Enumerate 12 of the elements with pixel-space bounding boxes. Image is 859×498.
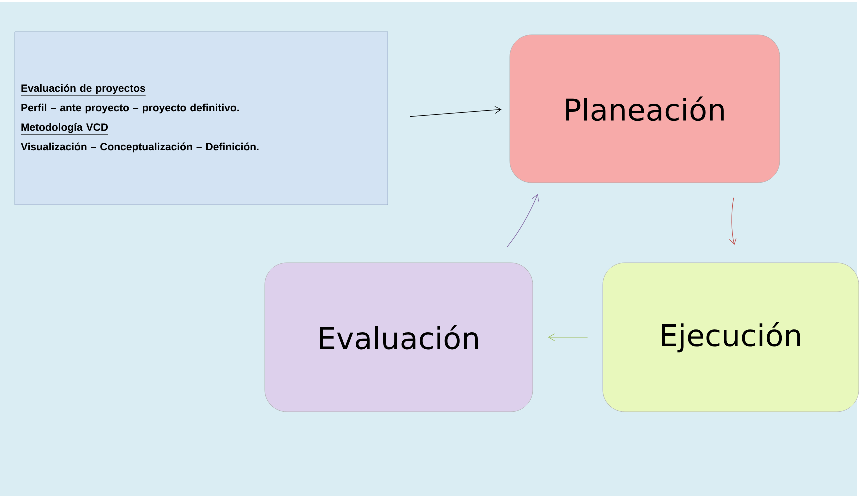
arrow <box>506 194 540 248</box>
arrow <box>410 106 502 118</box>
arrow <box>729 198 737 246</box>
heading: Metodología VCD <box>20 123 109 135</box>
description-text: Visualización – Conceptualización – Definición. <box>21 142 259 153</box>
info-box <box>14 32 388 206</box>
heading: Evaluación de proyectos <box>20 84 146 96</box>
stage-box: Ejecución <box>602 262 859 412</box>
description-text: Perfil – ante proyecto – proyecto definitivo. <box>22 104 240 114</box>
arrow <box>548 334 588 342</box>
stage-box: Planeación <box>510 34 780 184</box>
stage-box: Evaluación <box>264 262 534 412</box>
